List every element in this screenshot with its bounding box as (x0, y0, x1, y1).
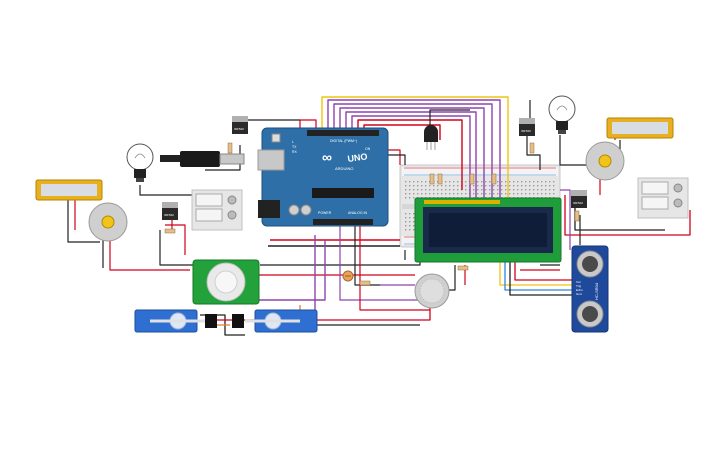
resistor[interactable] (529, 142, 535, 154)
atmega-chip (312, 188, 374, 198)
arduino-model: UNO (347, 151, 368, 164)
mosfet-label: IRF520 (521, 129, 531, 133)
gas-sensor[interactable] (414, 273, 450, 309)
mosfet-top-left[interactable]: IRF520 (232, 116, 248, 134)
mosfet-left[interactable]: IRF520 (162, 202, 178, 220)
resistor[interactable] (491, 173, 497, 185)
power-header-label: POWER (318, 211, 332, 215)
temperature-sensor[interactable] (424, 125, 438, 150)
dc-motor-right[interactable] (585, 141, 625, 181)
usb-power-plug[interactable] (160, 151, 245, 167)
ultrasonic-model: HC-SR04 (594, 282, 599, 300)
ultrasonic-pin-vcc: Vcc (576, 280, 582, 284)
arduino-logo: ∞ (322, 149, 332, 165)
pir-motion-sensor[interactable] (192, 259, 260, 305)
mosfet-right[interactable]: IRF520 (571, 190, 587, 208)
analog-header-label: ANALOG IN (348, 211, 368, 215)
lcd-16x2-display[interactable] (414, 197, 562, 263)
mosfet-label: IRF520 (234, 127, 244, 131)
servo-motor-left[interactable] (134, 309, 217, 333)
resistor[interactable] (457, 265, 469, 271)
mosfet-label: IRF520 (573, 201, 583, 205)
resistor[interactable] (359, 280, 371, 286)
resistors (164, 142, 580, 286)
rx-label: RX (292, 150, 298, 154)
light-bulb-left[interactable] (126, 143, 154, 182)
arduino-uno-board[interactable]: ∞ ARDUINO UNO TX RX L ON DIGITAL (PWM~) … (257, 127, 389, 227)
l-led-label: L (292, 140, 294, 144)
lcd-display-right[interactable] (606, 117, 674, 139)
photoresistor[interactable] (342, 270, 354, 282)
relay-module-right[interactable] (637, 177, 689, 219)
mosfet-label: IRF520 (164, 213, 174, 217)
digital-header-label: DIGITAL (PWM~) (330, 139, 357, 143)
ultrasonic-pin-trig: Trig (576, 284, 581, 288)
resistor[interactable] (429, 173, 435, 185)
ultrasonic-pin-gnd: Gnd (576, 292, 582, 296)
ultrasonic-pin-echo: Echo (576, 288, 583, 292)
servo-motor-right[interactable] (232, 309, 318, 333)
light-bulb-right[interactable] (548, 95, 576, 134)
relay-module-left[interactable] (191, 189, 243, 231)
arduino-brand: ARDUINO (335, 166, 353, 171)
resistor[interactable] (574, 210, 580, 222)
mosfet-top-right[interactable]: IRF520 (519, 118, 535, 136)
reset-button[interactable] (271, 133, 281, 143)
resistor[interactable] (227, 142, 233, 154)
resistor[interactable] (469, 173, 475, 185)
dc-motor-left[interactable] (88, 202, 128, 242)
ultrasonic-sensor[interactable]: Vcc Trig Echo Gnd HC-SR04 (571, 245, 609, 333)
power-jack[interactable] (258, 200, 280, 218)
resistor[interactable] (437, 173, 443, 185)
lcd-display-left[interactable] (35, 179, 103, 201)
tx-label: TX (292, 145, 297, 149)
on-led-label: ON (365, 147, 371, 151)
resistor[interactable] (164, 228, 176, 234)
usb-port[interactable] (257, 149, 285, 171)
